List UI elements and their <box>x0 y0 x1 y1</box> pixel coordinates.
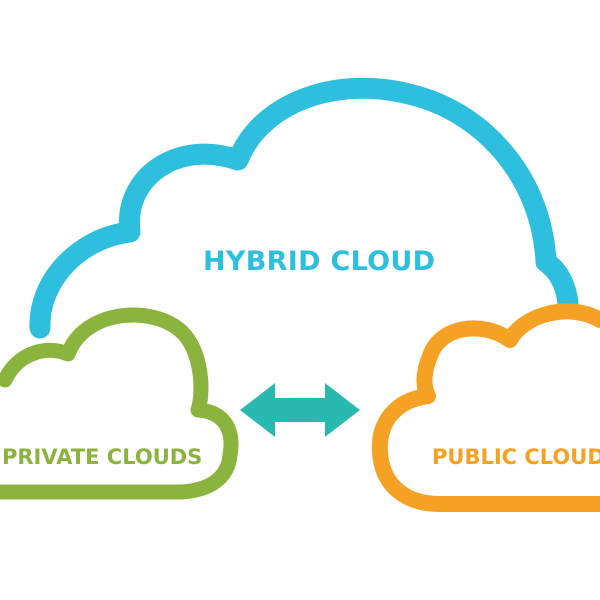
public-clouds-label: PUBLIC CLOUDS <box>432 445 600 469</box>
private-cloud-shape <box>0 307 239 500</box>
hybrid-cloud-label: HYBRID CLOUD <box>203 246 436 277</box>
public-cloud-shape <box>371 303 600 512</box>
private-clouds-label: PRIVATE CLOUDS <box>2 445 203 469</box>
double-arrow-icon <box>240 383 360 437</box>
hybrid-cloud-shape <box>29 77 579 339</box>
